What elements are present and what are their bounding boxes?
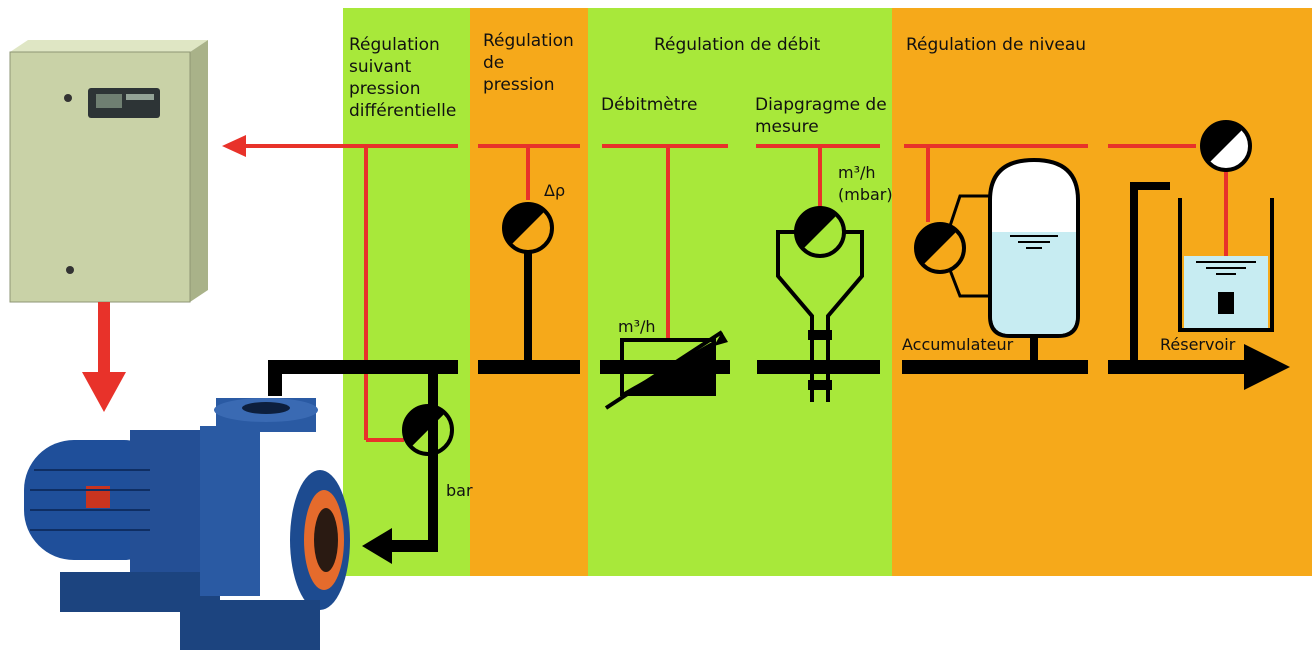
label-bar: bar xyxy=(446,481,473,500)
section-title-pressure: Régulation de pression xyxy=(483,31,579,95)
centrifugal-pump-icon xyxy=(24,398,350,650)
control-cabinet-icon xyxy=(9,40,208,303)
flow-meter-icon xyxy=(604,330,728,410)
section-title-level: Régulation de niveau xyxy=(906,35,1086,55)
label-m3h-orifice: m³/h xyxy=(838,163,876,182)
signal-drops xyxy=(364,146,1228,442)
pressure-sensor-icon-bar xyxy=(402,404,454,456)
pressure-sensor-icon-dp xyxy=(502,202,554,360)
label-diaphragme-1: Diapgragme de xyxy=(755,95,887,115)
arrow-down-to-pump xyxy=(82,302,126,412)
label-mbar: (mbar) xyxy=(838,185,893,204)
accumulator-tank-icon xyxy=(914,157,1080,360)
return-pipe xyxy=(362,374,438,564)
label-reservoir: Réservoir xyxy=(1160,335,1236,354)
reservoir-tank-icon xyxy=(1130,120,1274,360)
orifice-plate-icon xyxy=(776,206,864,402)
label-m3h-flowmeter: m³/h xyxy=(618,317,656,336)
label-debitmetre: Débitmètre xyxy=(601,95,698,115)
signal-arrow-to-controller xyxy=(222,135,246,157)
section-title-differential: Régulation suivant pression différentiel… xyxy=(349,35,456,121)
label-accumulateur: Accumulateur xyxy=(902,335,1014,354)
label-delta-p: Δρ xyxy=(544,181,565,200)
label-diaphragme-2: mesure xyxy=(755,117,819,137)
section-title-flow: Régulation de débit xyxy=(654,35,821,55)
main-pipe xyxy=(268,344,1290,396)
panel-flow xyxy=(588,8,892,576)
